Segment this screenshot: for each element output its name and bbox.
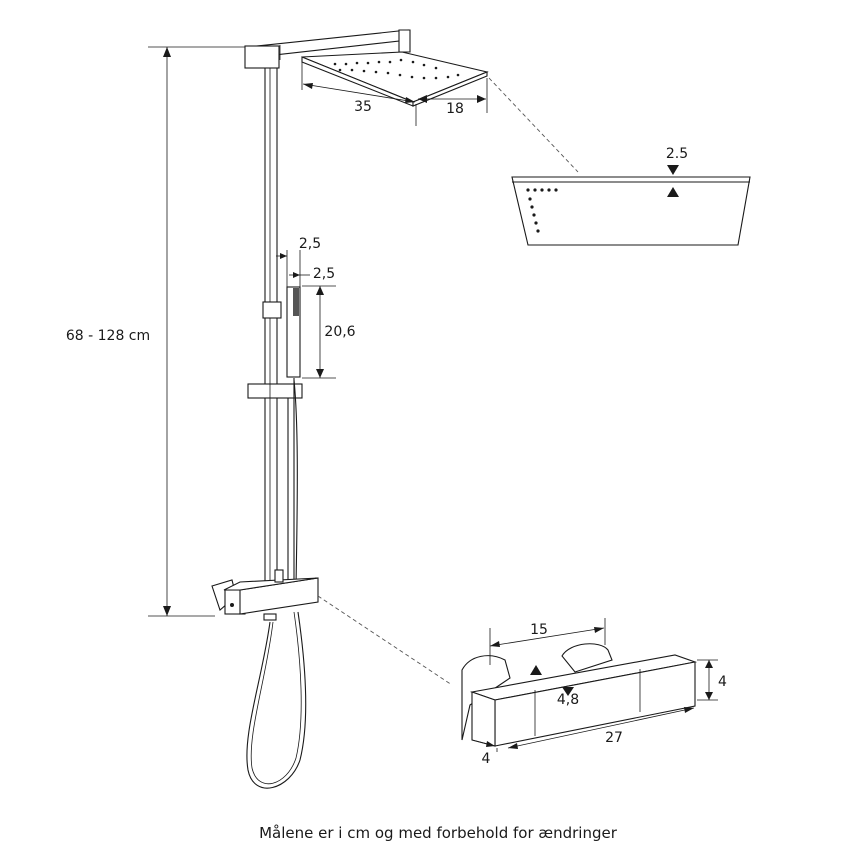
head-width-dimension: 18 [418, 78, 488, 117]
thermostat-detail-leader [317, 595, 453, 686]
thermostat-length-dimension: 27 [496, 707, 695, 752]
handshower-width-label: 2,5 [313, 266, 335, 282]
height-dimension: 68 - 128 cm [55, 46, 245, 617]
head-side-detail: 2.5 [511, 146, 751, 246]
thermostat-center-label: 15 [530, 622, 548, 638]
thermostat-wall-dimension: 4 [471, 739, 496, 767]
thermostat-center-dimension: 15 [489, 618, 606, 665]
nozzle-dots [333, 58, 460, 80]
thermostat-detail: 4,8 [461, 643, 698, 747]
rain-shower-head [301, 51, 489, 107]
thermostat-wall-label: 4 [482, 751, 491, 767]
head-length-dimension: 35 [301, 60, 417, 126]
head-length-label: 35 [354, 99, 372, 115]
thermostat-length-label: 27 [605, 730, 623, 746]
handshower-width-top-label: 2,5 [299, 236, 321, 252]
height-range-label: 68 - 128 cm [66, 328, 150, 344]
riser-pipe [264, 59, 278, 591]
head-width-label: 18 [446, 101, 464, 117]
thermostat-height-label: 4 [718, 674, 727, 690]
thermostat-height-dimension: 4 [697, 659, 727, 701]
detail-nozzle-dots [526, 188, 558, 233]
head-detail-leader [488, 77, 579, 173]
handshower-length-label: 20,6 [324, 324, 355, 340]
head-thickness-label: 2.5 [666, 146, 688, 162]
hose-upper [287, 378, 298, 586]
handshower-length-dimension: 20,6 [302, 285, 356, 379]
handshower-width-dimension: 2,5 2,5 [276, 236, 335, 287]
shower-arm [244, 29, 411, 69]
hand-shower [286, 286, 301, 378]
thermostat-small [211, 569, 319, 621]
caption: Målene er i cm og med forbehold for ændr… [259, 824, 618, 842]
hose-loop [246, 611, 307, 789]
slider-bracket [247, 301, 303, 399]
thermostat-depth-label: 4,8 [557, 692, 579, 708]
